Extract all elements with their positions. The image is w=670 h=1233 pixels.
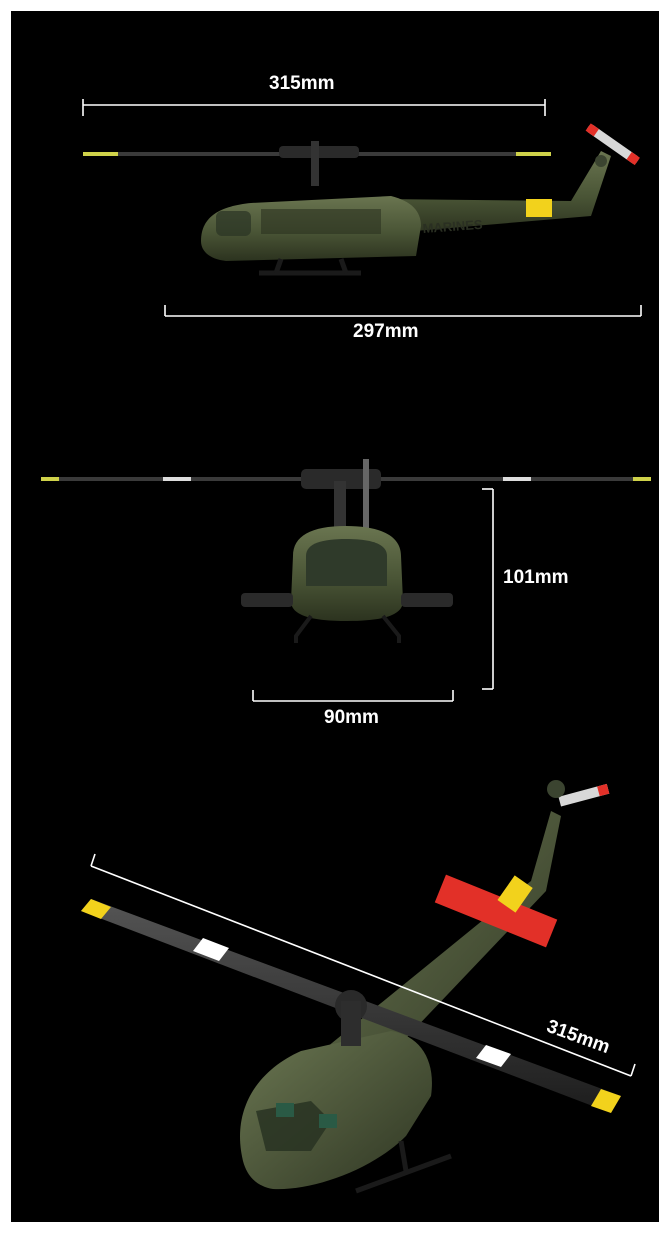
product-dimension-sheet: MARINES xyxy=(11,11,659,1222)
landing-skids-side xyxy=(259,258,361,276)
dimension-line-side-bottom xyxy=(164,305,642,317)
dimension-label-side-top: 315mm xyxy=(269,73,335,94)
tail-yellow-band-perspective xyxy=(497,875,533,913)
dimension-label-front-height: 101mm xyxy=(503,567,569,588)
dimension-label-front-width: 90mm xyxy=(324,707,379,728)
tail-rotor-side xyxy=(585,123,640,167)
dimension-line-perspective xyxy=(90,853,636,1077)
dimension-line-front-width xyxy=(252,690,454,702)
windshield-front xyxy=(306,539,387,586)
helicopter-illustrations: MARINES xyxy=(41,99,651,1194)
windshield-perspective xyxy=(256,1101,331,1151)
dimension-line-front-height xyxy=(482,488,494,690)
skids-perspective xyxy=(355,1140,452,1194)
main-rotor-side xyxy=(83,141,551,186)
fuselage-marking: MARINES xyxy=(422,217,483,236)
main-rotor-perspective xyxy=(81,899,621,1113)
weapon-pods-front xyxy=(241,593,453,607)
front-view xyxy=(41,459,651,702)
dimension-label-side-bottom: 297mm xyxy=(353,321,419,342)
stabilizer xyxy=(434,874,558,948)
tail-boom-perspective xyxy=(316,811,561,1096)
main-rotor-front xyxy=(41,459,651,531)
tail-yellow-band xyxy=(526,199,552,217)
tail-rotor-perspective xyxy=(547,780,610,807)
tail-boom-side xyxy=(381,151,611,233)
side-view: MARINES xyxy=(82,99,642,317)
dimension-line-side-top xyxy=(82,99,546,116)
landing-skids-front xyxy=(294,614,401,643)
perspective-view xyxy=(81,780,636,1194)
